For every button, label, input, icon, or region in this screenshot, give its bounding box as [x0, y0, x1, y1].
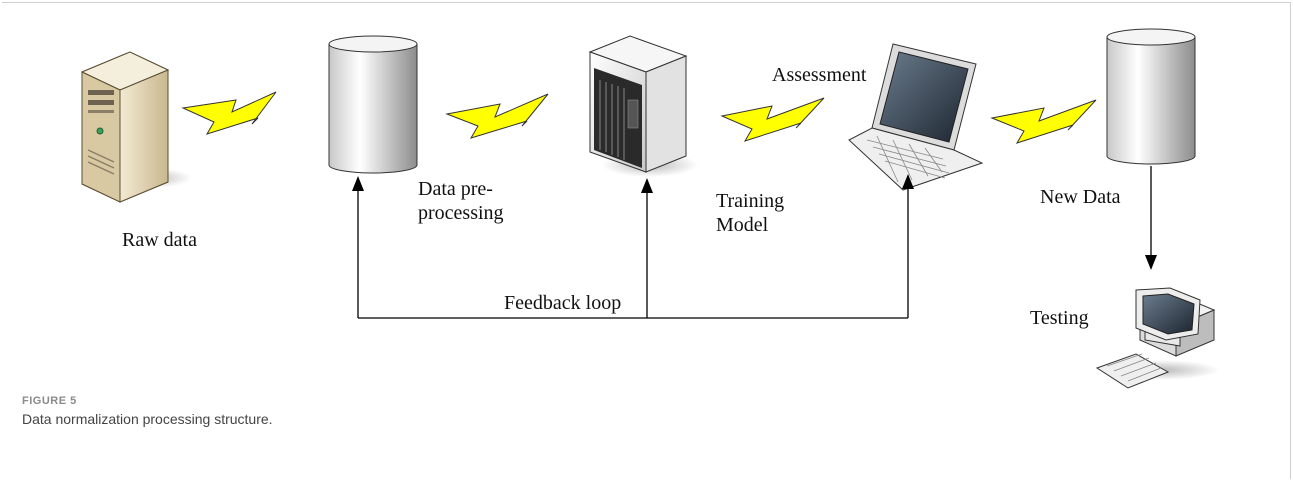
lightning-icon [720, 97, 825, 142]
lightning-icon [990, 99, 1097, 144]
raw-data-label: Raw data [122, 229, 197, 251]
training-model-label: Training Model [716, 190, 785, 236]
cube-server-icon [588, 35, 698, 177]
rack-panel-icon [594, 68, 642, 168]
lightning-icon [445, 93, 549, 139]
figure-number: FIGURE 5 [22, 395, 77, 407]
preprocessing-label: Data pre- processing [418, 178, 504, 224]
database-cylinder-icon [1106, 28, 1196, 165]
feedback-loop-label: Feedback loop [504, 292, 622, 314]
feedback-loop-lines [352, 174, 914, 319]
figure-caption: Data normalization processing structure. [22, 411, 273, 427]
desktop-computer-icon [1095, 287, 1220, 389]
arrow-to-testing [1145, 166, 1157, 270]
process-diagram [80, 28, 1220, 389]
laptop-icon [848, 43, 984, 191]
new-data-label: New Data [1040, 186, 1121, 208]
database-cylinder-icon [328, 35, 418, 174]
assessment-label: Assessment [772, 64, 867, 86]
testing-label: Testing [1030, 307, 1089, 329]
lightning-icon [181, 91, 277, 135]
server-icon [80, 51, 192, 203]
